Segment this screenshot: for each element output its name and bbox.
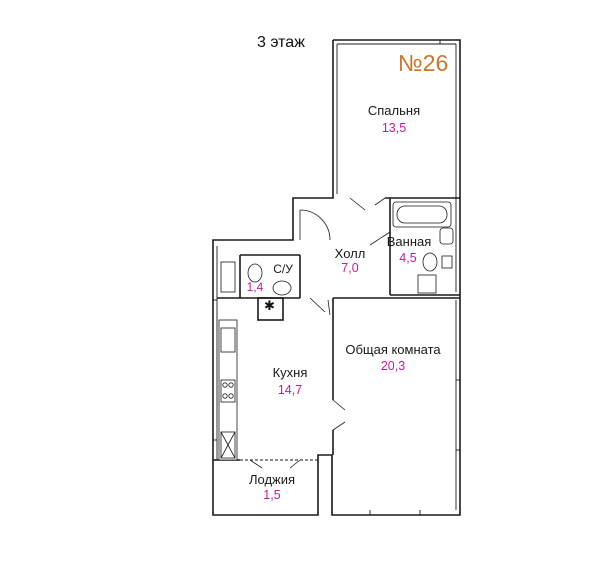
room-name-bedroom: Спальня [367, 103, 421, 118]
room-area-wc: 1,4 [246, 280, 264, 294]
asterisk-icon: ✱ [264, 299, 275, 314]
room-area-hall: 7,0 [341, 261, 359, 275]
bath-sink [439, 227, 454, 245]
room-name-wc: С/У [273, 262, 293, 276]
room-name-living: Общая комната [345, 342, 441, 357]
bath-toilet [422, 252, 438, 272]
inner-walls [213, 197, 460, 461]
apartment-number: №26 [398, 50, 449, 76]
room-name-hall: Холл [334, 246, 366, 261]
wc-toilet [247, 263, 263, 283]
wc-sink [272, 280, 292, 296]
room-name-loggia: Лоджия [248, 472, 296, 487]
room-name-kitchen: Кухня [272, 365, 308, 380]
room-area-loggia: 1,5 [263, 488, 281, 502]
fixtures [218, 201, 454, 461]
room-area-living: 20,3 [380, 359, 406, 373]
room-area-bedroom: 13,5 [381, 121, 407, 135]
room-area-bathroom: 4,5 [399, 251, 417, 265]
doors [249, 197, 391, 469]
outer-walls [212, 39, 461, 516]
room-area-kitchen: 14,7 [277, 383, 303, 397]
floor-label: 3 этаж [257, 34, 305, 51]
room-name-bathroom: Ванная [386, 234, 432, 249]
